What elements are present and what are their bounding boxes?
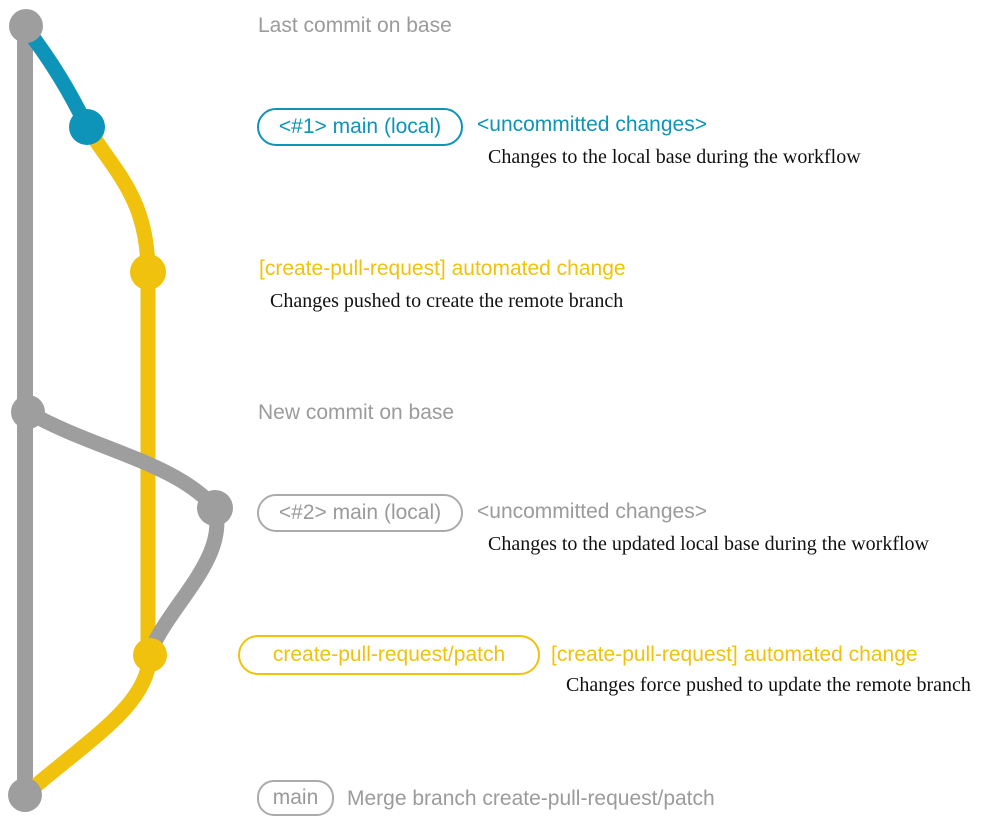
commit-dot-local-2 (197, 490, 233, 526)
pr-branch-line (79, 119, 156, 663)
branch-badge-main-local-2: <#2> main (local) (257, 494, 463, 532)
branch-badge-create-pull-request-patch-label: create-pull-request/patch (272, 643, 506, 666)
commit-dot-last-base (9, 9, 43, 43)
new-commit-on-base-label: New commit on base (258, 401, 455, 424)
uncommitted-changes-note-1: <uncommitted changes> (477, 113, 707, 136)
branch-badge-main-local-2-label: <#2> main (local) (278, 501, 442, 524)
commit-dot-remote-1 (130, 254, 166, 290)
uncommitted-changes-note-2: <uncommitted changes> (477, 500, 707, 523)
pr-merge-line (19, 647, 158, 801)
branch-badge-main-local-1-label: <#1> main (local) (278, 115, 442, 138)
remote1-description: Changes pushed to create the remote bran… (270, 290, 624, 312)
base-to-local2-line (20, 404, 225, 658)
automated-change-title-2: [create-pull-request] automated change (551, 643, 918, 666)
commit-dot-new-base (11, 395, 45, 429)
branch-badge-main-label: main (272, 786, 319, 809)
commit-dot-local-1 (69, 109, 105, 145)
commit-dot-remote-2 (133, 638, 167, 672)
automated-change-title-1: [create-pull-request] automated change (259, 257, 626, 280)
commit-dot-merge (8, 778, 42, 812)
remote2-description: Changes force pushed to update the remot… (566, 674, 971, 696)
branch-badge-main: main (257, 780, 334, 816)
merge-commit-message: Merge branch create-pull-request/patch (347, 787, 715, 810)
branch-badge-create-pull-request-patch: create-pull-request/patch (238, 635, 540, 675)
last-commit-on-base-label: Last commit on base (258, 14, 452, 37)
branch-badge-main-local-1: <#1> main (local) (257, 108, 463, 146)
local2-description: Changes to the updated local base during… (488, 533, 929, 555)
local1-description: Changes to the local base during the wor… (488, 146, 861, 168)
